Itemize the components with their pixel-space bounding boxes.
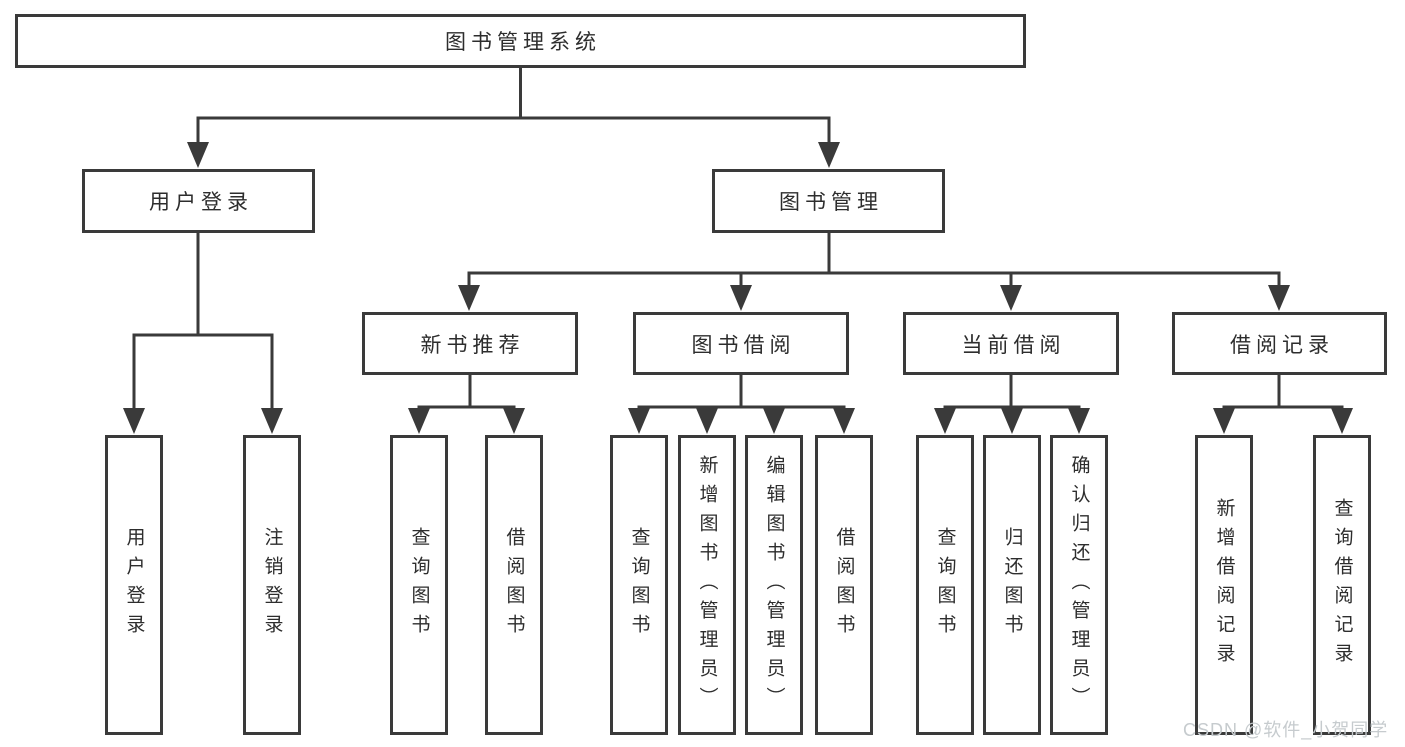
leaf-query-books-recommend: 查询图书 bbox=[390, 435, 448, 735]
leaf-label: 查询图书 bbox=[934, 527, 956, 643]
leaf-add-books-admin: 新增图书（管理员） bbox=[678, 435, 736, 735]
leaf-query-books-current: 查询图书 bbox=[916, 435, 974, 735]
leaf-add-borrow-record: 新增借阅记录 bbox=[1195, 435, 1253, 735]
leaf-label: 新增图书（管理员） bbox=[696, 454, 718, 716]
leaf-label: 新增借阅记录 bbox=[1213, 498, 1235, 672]
node-new-book-recommend: 新书推荐 bbox=[362, 312, 578, 375]
leaf-query-borrow-record: 查询借阅记录 bbox=[1313, 435, 1371, 735]
node-user-login: 用户登录 bbox=[82, 169, 315, 233]
node-borrowing-records: 借阅记录 bbox=[1172, 312, 1387, 375]
node-root-system: 图书管理系统 bbox=[15, 14, 1026, 68]
leaf-label: 用户登录 bbox=[123, 527, 145, 643]
csdn-watermark: CSDN @软件_小贺同学 bbox=[1183, 720, 1389, 740]
leaf-return-books: 归还图书 bbox=[983, 435, 1041, 735]
leaf-label: 注销登录 bbox=[261, 527, 283, 643]
leaf-label: 借阅图书 bbox=[833, 527, 855, 643]
leaf-label: 编辑图书（管理员） bbox=[763, 454, 785, 716]
leaf-label: 确认归还（管理员） bbox=[1068, 454, 1090, 716]
leaf-logout: 注销登录 bbox=[243, 435, 301, 735]
leaf-user-login: 用户登录 bbox=[105, 435, 163, 735]
leaf-edit-books-admin: 编辑图书（管理员） bbox=[745, 435, 803, 735]
leaf-label: 查询图书 bbox=[628, 527, 650, 643]
node-book-borrowing: 图书借阅 bbox=[633, 312, 849, 375]
leaf-query-books-borrow: 查询图书 bbox=[610, 435, 668, 735]
leaf-label: 查询图书 bbox=[408, 527, 430, 643]
node-book-management: 图书管理 bbox=[712, 169, 945, 233]
leaf-borrow-books: 借阅图书 bbox=[815, 435, 873, 735]
leaf-label: 归还图书 bbox=[1001, 527, 1023, 643]
leaf-label: 借阅图书 bbox=[503, 527, 525, 643]
leaf-borrow-books-recommend: 借阅图书 bbox=[485, 435, 543, 735]
leaf-label: 查询借阅记录 bbox=[1331, 498, 1353, 672]
leaf-confirm-return-admin: 确认归还（管理员） bbox=[1050, 435, 1108, 735]
node-current-borrowing: 当前借阅 bbox=[903, 312, 1119, 375]
